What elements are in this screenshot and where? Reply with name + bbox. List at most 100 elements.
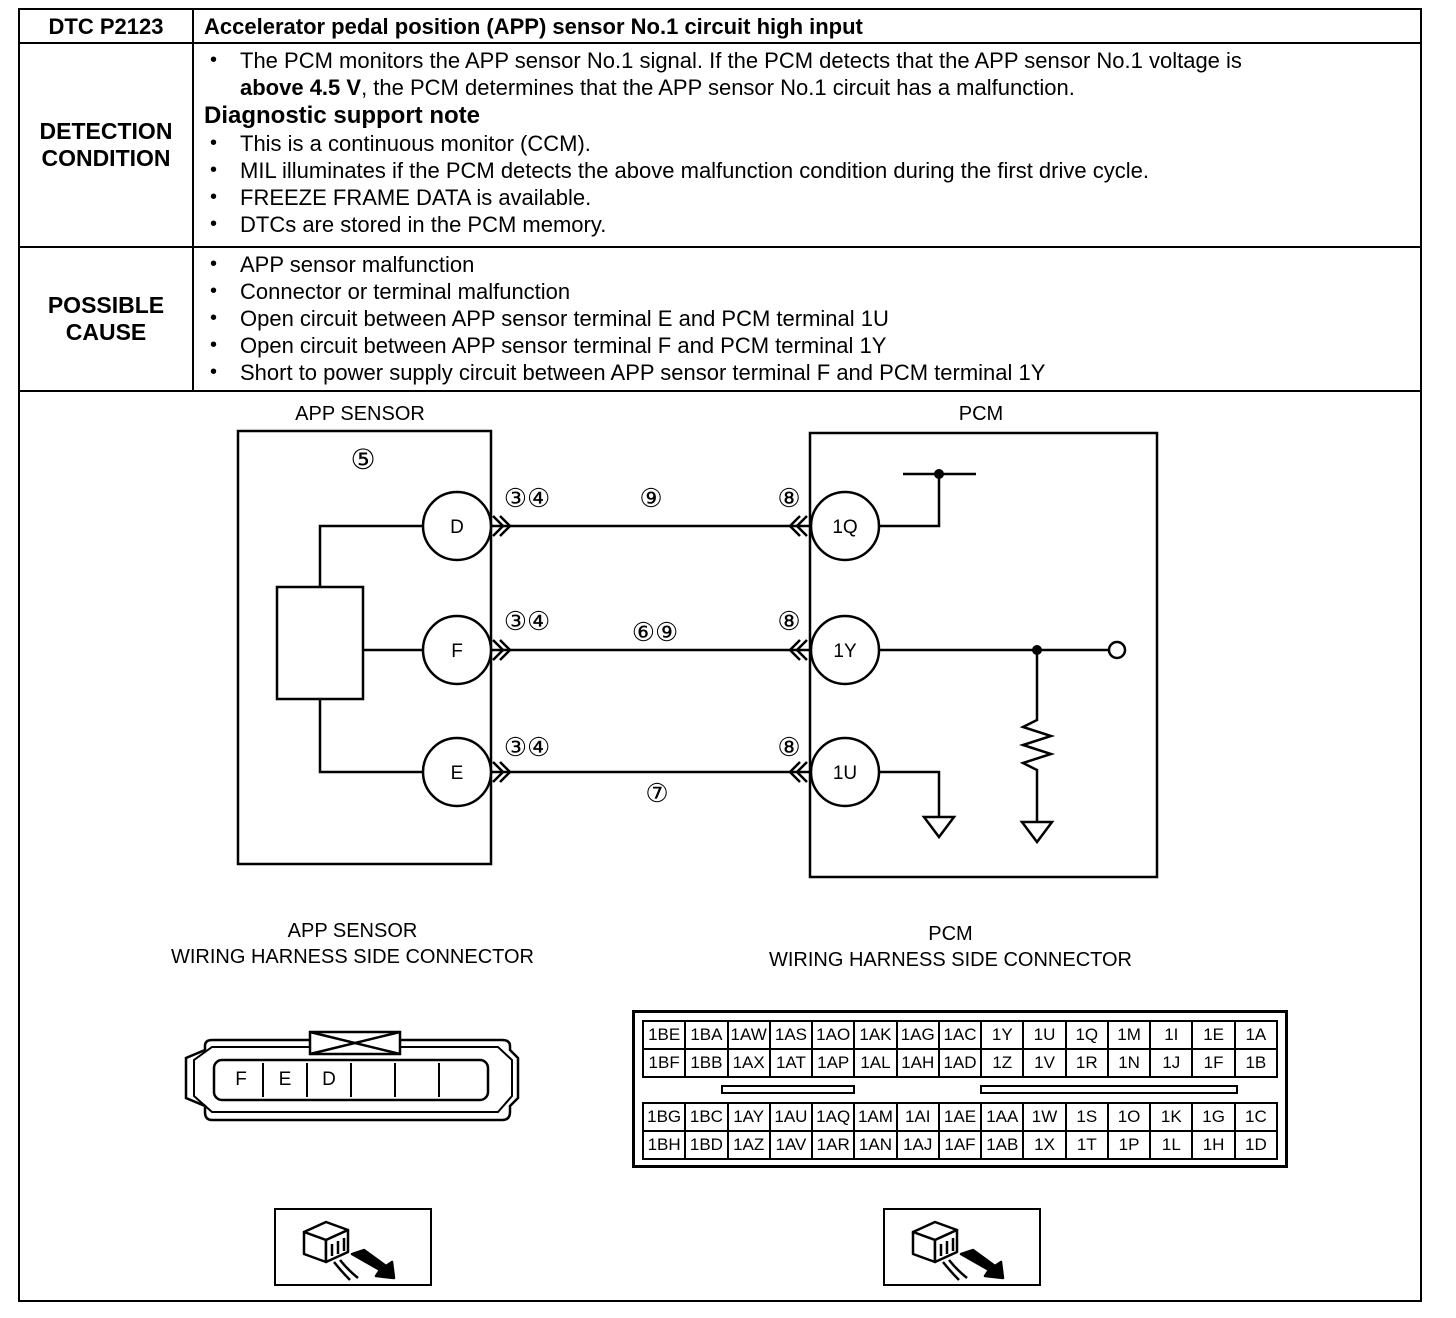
detection-description: The PCM monitors the APP sensor No.1 sig… [194,47,1420,101]
pcm-pin: 1AW [727,1021,770,1049]
support-note: This is a continuous monitor (CCM). [194,130,1420,157]
pcm-pin: 1AB [981,1131,1024,1159]
pcm-connector-title: PCM WIRING HARNESS SIDE CONNECTOR [738,921,1163,973]
ground-symbol [1019,820,1055,845]
detection-description-list: The PCM monitors the APP sensor No.1 sig… [194,47,1420,101]
support-note: MIL illuminates if the PCM detects the a… [194,157,1420,184]
pcm-pin: 1V [1023,1049,1066,1077]
pcm-pin: 1AE [938,1103,982,1131]
pcm-pin: 1K [1150,1103,1193,1131]
pcm-pin: 1X [1023,1131,1066,1159]
pcm-connector-title-line1: PCM [928,923,973,945]
pcm-side-step: ⑧ [777,732,800,762]
pcm-pin: 1T [1065,1131,1108,1159]
pcm-pin: 1AU [769,1103,813,1131]
possible-cause-item: Open circuit between APP sensor terminal… [194,332,1420,359]
terminal-1q-label: 1Q [832,517,857,538]
connector-probe-icon [302,1220,396,1281]
possible-cause-content: APP sensor malfunction Connector or term… [194,248,1420,390]
sensor-side-step: ③④ [504,606,551,636]
pcm-pin: 1AK [854,1021,897,1049]
possible-cause-item: APP sensor malfunction [194,251,1420,278]
sensor-side-step: ③④ [504,732,551,762]
dtc-sheet: DTC P2123 Accelerator pedal position (AP… [18,8,1422,1302]
pcm-pin: 1AN [854,1131,897,1159]
possible-cause-list: APP sensor malfunction Connector or term… [194,251,1420,386]
detection-desc-part2: , the PCM determines that the APP sensor… [361,75,1075,100]
support-notes: This is a continuous monitor (CCM). MIL … [194,130,1420,238]
terminal-e [421,736,493,808]
terminal-f [421,614,493,686]
pcm-pin: 1AF [938,1131,982,1159]
terminal-d [421,490,493,562]
detection-threshold: above 4.5 V [240,75,362,100]
pcm-pin: 1F [1192,1049,1235,1077]
pcm-pin: 1O [1107,1103,1151,1131]
possible-cause-item: Connector or terminal malfunction [194,278,1420,305]
pcm-pin: 1S [1065,1103,1108,1131]
support-heading: Diagnostic support note [204,102,480,129]
connector-probe-icon [274,1208,432,1286]
pcm-pin: 1Z [981,1049,1024,1077]
pcm-box [808,431,1159,879]
pcm-pin: 1P [1107,1131,1151,1159]
pcm-pin: 1E [1192,1021,1235,1049]
pcm-pin: 1U [1023,1021,1066,1049]
pcm-pin: 1G [1192,1103,1235,1131]
pcm-pin: 1H [1192,1131,1235,1159]
pcm-pin: 1BE [643,1021,686,1049]
pcm-pin: 1AS [769,1021,813,1049]
support-note: FREEZE FRAME DATA is available. [194,184,1420,211]
pcm-pin: 1AO [812,1021,855,1049]
app-connector-title-line2: WIRING HARNESS SIDE CONNECTOR [171,946,534,968]
detection-content: The PCM monitors the APP sensor No.1 sig… [194,44,1420,246]
possible-cause-item: Short to power supply circuit between AP… [194,359,1420,386]
pcm-pin: 1AV [769,1131,813,1159]
terminal-e-label: E [451,763,464,784]
pcm-pin: 1AY [727,1103,770,1131]
pcm-pin: 1J [1150,1049,1193,1077]
pcm-pin: 1AA [981,1103,1024,1131]
app-pin: F [220,1063,264,1097]
detection-label-line2: CONDITION [41,145,171,171]
pcm-pin: 1BF [643,1049,686,1077]
pcm-pin: 1AT [769,1049,813,1077]
pcm-pin: 1I [1150,1021,1193,1049]
pcm-pin: 1AZ [727,1131,770,1159]
sensor-side-step: ③④ [504,483,551,513]
wire-step: ⑦ [645,778,668,808]
pcm-pin: 1AL [854,1049,897,1077]
possible-cause-label-line2: CAUSE [65,319,147,345]
sensor-step-label: ⑤ [350,444,375,475]
pcm-pin: 1Q [1065,1021,1108,1049]
detection-desc-part1: The PCM monitors the APP sensor No.1 sig… [240,48,1242,73]
app-pin [440,1063,484,1097]
dtc-title: Accelerator pedal position (APP) sensor … [204,13,863,39]
sensor-element [275,585,365,701]
pcm-pin: 1AC [938,1021,982,1049]
possible-cause-label-line1: POSSIBLE [47,292,165,318]
app-connector-pins: F E D [220,1063,484,1097]
connector-slot [721,1085,855,1094]
wire-step: ⑨ [639,483,662,513]
pcm-pin: 1W [1023,1103,1066,1131]
pcm-pin: 1D [1234,1131,1277,1159]
pcm-side-step: ⑧ [777,483,800,513]
pcm-pin: 1AJ [896,1131,939,1159]
connector-slot [980,1085,1238,1094]
possible-cause-item: Open circuit between APP sensor terminal… [194,305,1420,332]
pcm-side-step: ⑧ [777,606,800,636]
dtc-code: DTC P2123 [20,10,194,42]
pcm-title: PCM [959,403,1003,425]
output-terminal [1107,640,1127,660]
pcm-pin: 1AX [727,1049,770,1077]
pcm-pin: 1BA [685,1021,728,1049]
pcm-pin: 1N [1107,1049,1151,1077]
wire-step: ⑥⑨ [632,617,679,647]
pcm-pin: 1R [1065,1049,1108,1077]
